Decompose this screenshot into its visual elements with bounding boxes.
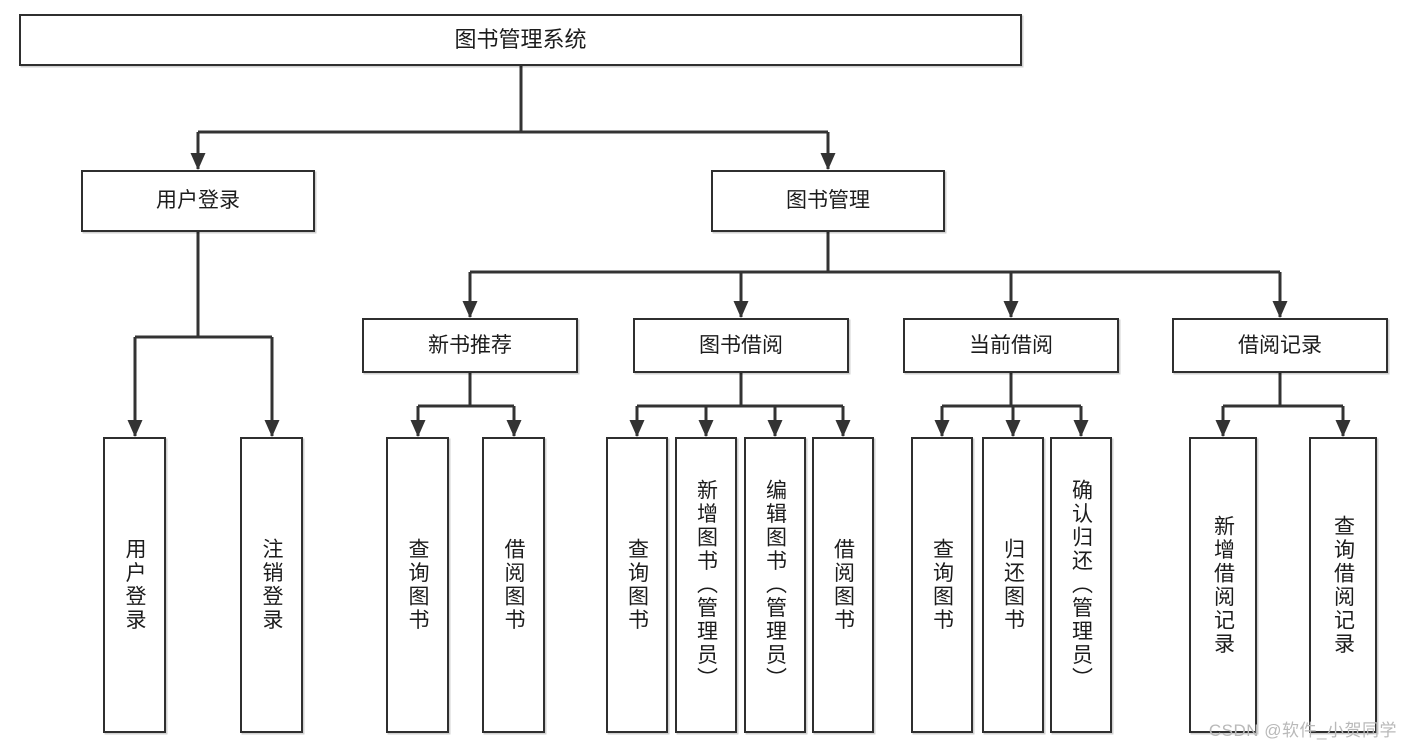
node-leaf-current-1[interactable]: 查询图书 bbox=[911, 437, 973, 733]
node-label: 图书管理系统 bbox=[454, 26, 587, 52]
node-label: 借阅图书 bbox=[831, 538, 855, 632]
node-label: 查询图书 bbox=[930, 538, 954, 632]
node-leaf-new-1[interactable]: 查询图书 bbox=[386, 437, 449, 733]
node-label: 新增借阅记录 bbox=[1211, 514, 1235, 656]
node-records[interactable]: 借阅记录 bbox=[1172, 318, 1388, 373]
node-label: 用户登录 bbox=[123, 538, 146, 632]
node-label: 借阅图书 bbox=[502, 538, 525, 632]
node-leaf-current-3[interactable]: 确认归还（管理员） bbox=[1050, 437, 1112, 733]
node-current[interactable]: 当前借阅 bbox=[903, 318, 1119, 373]
node-label: 查询图书 bbox=[406, 538, 429, 632]
node-leaf-rec-1[interactable]: 新增借阅记录 bbox=[1189, 437, 1257, 733]
node-leaf-borrow-2[interactable]: 新增图书（管理员） bbox=[675, 437, 737, 733]
node-label: 确认归还（管理员） bbox=[1069, 479, 1093, 691]
node-label: 查询图书 bbox=[625, 538, 649, 632]
node-label: 借阅记录 bbox=[1238, 333, 1322, 357]
node-label: 注销登录 bbox=[260, 538, 283, 632]
node-leaf-borrow-4[interactable]: 借阅图书 bbox=[812, 437, 874, 733]
node-leaf-borrow-1[interactable]: 查询图书 bbox=[606, 437, 668, 733]
node-root[interactable]: 图书管理系统 bbox=[19, 14, 1022, 66]
node-label: 当前借阅 bbox=[969, 333, 1053, 357]
node-newbook[interactable]: 新书推荐 bbox=[362, 318, 578, 373]
node-leaf-login-1[interactable]: 用户登录 bbox=[103, 437, 166, 733]
node-bookmgmt[interactable]: 图书管理 bbox=[711, 170, 945, 232]
node-leaf-borrow-3[interactable]: 编辑图书（管理员） bbox=[744, 437, 806, 733]
node-label: 查询借阅记录 bbox=[1331, 514, 1355, 656]
node-label: 归还图书 bbox=[1001, 538, 1025, 632]
node-label: 新书推荐 bbox=[428, 333, 512, 357]
node-leaf-new-2[interactable]: 借阅图书 bbox=[482, 437, 545, 733]
node-label: 新增图书（管理员） bbox=[694, 479, 718, 691]
node-login[interactable]: 用户登录 bbox=[81, 170, 315, 232]
node-label: 图书管理 bbox=[786, 189, 870, 213]
node-borrow[interactable]: 图书借阅 bbox=[633, 318, 849, 373]
node-label: 用户登录 bbox=[156, 189, 240, 213]
node-leaf-login-2[interactable]: 注销登录 bbox=[240, 437, 303, 733]
node-label: 图书借阅 bbox=[699, 333, 783, 357]
node-leaf-current-2[interactable]: 归还图书 bbox=[982, 437, 1044, 733]
node-leaf-rec-2[interactable]: 查询借阅记录 bbox=[1309, 437, 1377, 733]
node-label: 编辑图书（管理员） bbox=[763, 479, 787, 691]
watermark-label: CSDN @软件_小贺同学 bbox=[1208, 721, 1397, 740]
